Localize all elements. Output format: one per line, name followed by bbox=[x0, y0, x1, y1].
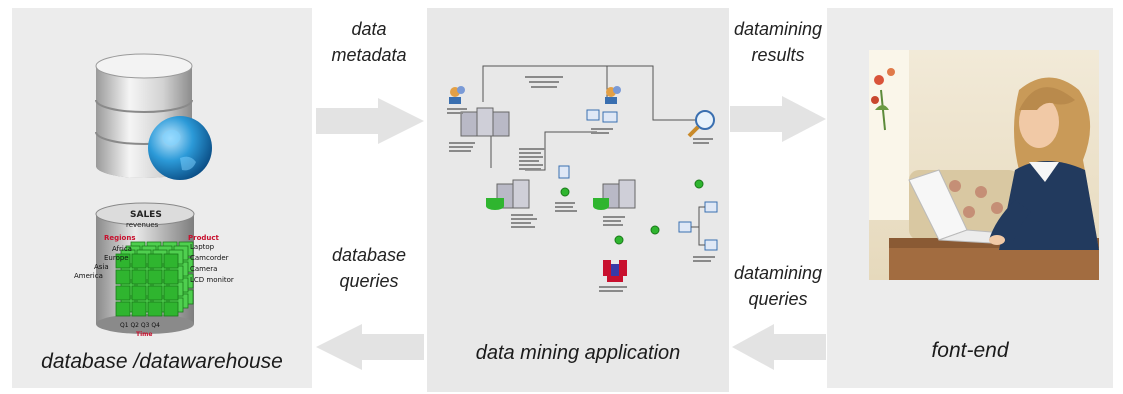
region-label: Asia bbox=[94, 263, 109, 271]
globe-icon bbox=[148, 116, 212, 180]
user-photo bbox=[869, 50, 1099, 280]
front-end-caption: font-end bbox=[931, 339, 1009, 362]
cube-cell bbox=[163, 285, 179, 301]
monitor-icon bbox=[678, 201, 718, 251]
cube-cell bbox=[115, 301, 131, 317]
region-label: Europe bbox=[104, 254, 129, 262]
server-icon bbox=[486, 179, 530, 210]
database-panel: SALES revenues Regions Product Africa Eu… bbox=[12, 8, 312, 388]
cube-cell bbox=[115, 285, 131, 301]
data-mining-panel: data mining application bbox=[427, 8, 729, 392]
right-arrow-icon bbox=[316, 98, 424, 144]
cube-cell bbox=[131, 253, 147, 269]
regions-header: Regions bbox=[104, 234, 136, 242]
product-label: Laptop bbox=[190, 243, 215, 251]
cube-cell bbox=[131, 269, 147, 285]
sales-data-cube bbox=[115, 241, 194, 317]
product-header: Product bbox=[188, 234, 219, 242]
woman-figure bbox=[989, 77, 1099, 250]
user-icon bbox=[449, 86, 465, 104]
left-arrow-icon bbox=[732, 324, 826, 370]
server-icon bbox=[593, 179, 636, 210]
small-annotations bbox=[447, 76, 715, 292]
data-mining-architecture bbox=[447, 65, 718, 292]
front-end-panel: font-end bbox=[827, 8, 1113, 388]
server-icon bbox=[460, 107, 510, 137]
database-caption: database /datawarehouse bbox=[41, 350, 283, 373]
flower-vase bbox=[871, 68, 895, 131]
report-icon bbox=[603, 260, 627, 282]
cube-cell bbox=[147, 253, 163, 269]
product-label: Camcorder bbox=[190, 254, 229, 262]
database-queries-label: database queries bbox=[331, 245, 407, 291]
data-metadata-label: data metadata bbox=[331, 19, 407, 65]
quarters-label: Q1 Q2 Q3 Q4 bbox=[120, 322, 160, 329]
cube-cell bbox=[147, 269, 163, 285]
magnifier-icon bbox=[687, 110, 715, 138]
cube-cell bbox=[147, 301, 163, 317]
cube-cell bbox=[163, 301, 179, 317]
monitor-icon bbox=[558, 165, 570, 179]
datamining-results-label: datamining results bbox=[733, 19, 823, 65]
status-dots bbox=[560, 179, 704, 245]
data-mining-caption: data mining application bbox=[475, 342, 681, 364]
cube-cell bbox=[131, 285, 147, 301]
left-arrow-icon bbox=[316, 324, 424, 370]
cube-cell bbox=[163, 269, 179, 285]
product-label: Camera bbox=[190, 265, 218, 273]
cube-cell bbox=[115, 253, 131, 269]
time-label: Time bbox=[136, 331, 153, 338]
cube-cell bbox=[115, 269, 131, 285]
cube-cell bbox=[147, 285, 163, 301]
monitor-icon bbox=[586, 109, 618, 123]
sales-title: SALES bbox=[130, 210, 162, 220]
sales-subtitle: revenues bbox=[126, 221, 159, 229]
cube-cell bbox=[131, 301, 147, 317]
region-label: America bbox=[74, 272, 103, 280]
database-illustration bbox=[95, 53, 212, 334]
right-arrow-icon bbox=[730, 96, 826, 142]
product-label: LCD monitor bbox=[190, 276, 234, 284]
datamining-queries-label: datamining queries bbox=[733, 263, 823, 309]
user-icon bbox=[605, 86, 621, 104]
cube-cell bbox=[163, 253, 179, 269]
region-label: Africa bbox=[112, 245, 132, 253]
